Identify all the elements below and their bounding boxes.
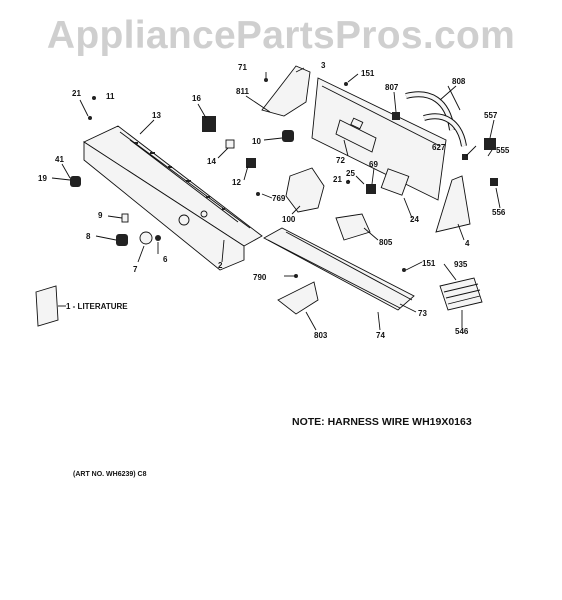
console-base-part (263, 227, 415, 311)
rear-panel-part (311, 77, 447, 201)
valve-part (335, 213, 371, 241)
part-label: 811 (236, 87, 249, 96)
part-label: 3 (321, 61, 326, 70)
part-label: 69 (369, 160, 378, 169)
part-label: 73 (418, 309, 427, 318)
part-label: 14 (207, 157, 216, 166)
part-label: 546 (455, 327, 469, 336)
timer-part (285, 167, 325, 213)
leader-lines (51, 67, 501, 331)
part-label: 16 (192, 94, 201, 103)
part-label: 935 (454, 260, 468, 269)
part-label: 25 (346, 169, 355, 178)
part-label: 151 (361, 69, 375, 78)
switch-cover-part (277, 281, 319, 315)
part-label: 805 (379, 238, 393, 247)
part-label: 74 (376, 331, 385, 340)
switch-icon (202, 112, 498, 196)
part-label: 808 (452, 77, 466, 86)
knob-icon (70, 176, 161, 246)
part-label: 4 (465, 239, 470, 248)
part-label: 10 (252, 137, 261, 146)
part-label: 557 (484, 111, 498, 120)
harness-part (439, 277, 483, 311)
envelope-icon (35, 285, 59, 327)
part-label: 41 (55, 155, 64, 164)
part-label: 151 (422, 259, 436, 268)
part-label: 556 (492, 208, 506, 217)
part-label: 24 (410, 215, 419, 224)
part-label: 19 (38, 174, 47, 183)
harness-note: NOTE: HARNESS WIRE WH19X0163 (292, 416, 472, 428)
part-label: 71 (238, 63, 247, 72)
art-number: (ART NO. WH6239) C8 (73, 471, 147, 478)
end-cap-part (435, 175, 471, 233)
part-label: 100 (282, 215, 296, 224)
literature-label: 1 - LITERATURE (66, 302, 128, 311)
part-label: 769 (272, 194, 286, 203)
part-labels: 71 3 151 807 808 811 21 11 16 13 557 10 … (38, 61, 510, 340)
part-label: 555 (496, 146, 510, 155)
bracket-part (261, 65, 311, 117)
part-label: 72 (336, 156, 345, 165)
part-label: 13 (152, 111, 161, 120)
part-label: 803 (314, 331, 328, 340)
part-label: 8 (86, 232, 91, 241)
part-label: 807 (385, 83, 399, 92)
part-label: 2 (218, 261, 223, 270)
part-label: 6 (163, 255, 168, 264)
part-label: 21 (333, 175, 342, 184)
watermark: AppliancePartsPros.com (46, 14, 516, 57)
part-label: 12 (232, 178, 241, 187)
part-label: 7 (133, 265, 138, 274)
part-label: 21 (72, 89, 81, 98)
part-label: 11 (106, 92, 115, 101)
control-panel-part (83, 125, 263, 271)
screw-icon (88, 78, 406, 278)
part-label: 9 (98, 211, 103, 220)
part-label: 790 (253, 273, 267, 282)
part-label: 627 (432, 143, 446, 152)
hose-icon (405, 91, 467, 147)
